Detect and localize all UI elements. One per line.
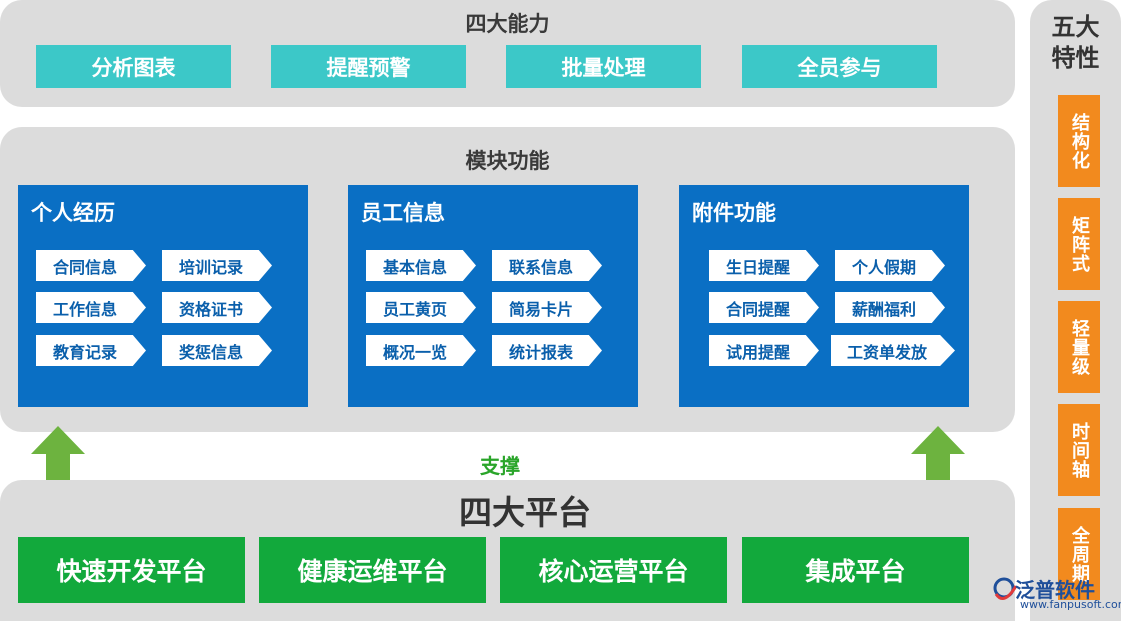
module-personal-history: 个人经历 合同信息 培训记录 工作信息 资格证书 教育记录 奖惩信息 — [18, 185, 308, 407]
up-arrow-icon — [31, 426, 85, 486]
tag-qualification-certificate: 资格证书 — [162, 292, 272, 323]
tag-personal-leave: 个人假期 — [835, 250, 945, 281]
tag-statistics-report: 统计报表 — [492, 335, 602, 366]
feature-matrix: 矩阵式 — [1058, 198, 1100, 290]
tag-rewards-penalties: 奖惩信息 — [162, 335, 272, 366]
feature-timeline: 时间轴 — [1058, 404, 1100, 496]
tag-salary-benefits: 薪酬福利 — [835, 292, 945, 323]
platform-core-operations: 核心运营平台 — [500, 537, 727, 603]
tag-education-record: 教育记录 — [36, 335, 146, 366]
tag-contract-reminder: 合同提醒 — [709, 292, 819, 323]
fanpu-logo-icon — [993, 577, 1018, 600]
abilities-panel: 四大能力 分析图表 提醒预警 批量处理 全员参与 — [0, 0, 1015, 107]
up-arrow-icon — [911, 426, 965, 486]
platform-rapid-development: 快速开发平台 — [18, 537, 245, 603]
platform-integration: 集成平台 — [742, 537, 969, 603]
watermark-url: www.fanpusoft.com — [1020, 598, 1121, 611]
tag-payslip-distribution: 工资单发放 — [831, 335, 955, 366]
ability-analysis-charts: 分析图表 — [36, 45, 231, 88]
features-title-text: 五大特性 — [1051, 13, 1100, 72]
ability-all-participation: 全员参与 — [742, 45, 937, 88]
ability-batch-processing: 批量处理 — [506, 45, 701, 88]
tag-contract-info: 合同信息 — [36, 250, 146, 281]
module-title: 员工信息 — [361, 201, 445, 225]
module-title: 附件功能 — [692, 201, 776, 225]
tag-training-record: 培训记录 — [162, 250, 272, 281]
modules-title: 模块功能 — [465, 149, 550, 173]
feature-lightweight: 轻量级 — [1058, 301, 1100, 393]
tag-work-info: 工作信息 — [36, 292, 146, 323]
support-label: 支撑 — [480, 454, 520, 478]
module-employee-info: 员工信息 基本信息 联系信息 员工黄页 简易卡片 概况一览 统计报表 — [348, 185, 638, 407]
features-title: 五大特性 — [1030, 12, 1121, 74]
feature-full-lifecycle: 全周期 — [1058, 508, 1100, 600]
watermark-name: 泛普软件 — [1015, 578, 1095, 602]
tag-employee-directory: 员工黄页 — [366, 292, 476, 323]
tag-birthday-reminder: 生日提醒 — [709, 250, 819, 281]
module-title: 个人经历 — [31, 201, 115, 225]
ability-reminder-alert: 提醒预警 — [271, 45, 466, 88]
module-attachments: 附件功能 生日提醒 个人假期 合同提醒 薪酬福利 试用提醒 工资单发放 — [679, 185, 969, 407]
tag-contact-info: 联系信息 — [492, 250, 602, 281]
tag-probation-reminder: 试用提醒 — [709, 335, 819, 366]
platforms-title: 四大平台 — [459, 493, 591, 532]
modules-panel: 模块功能 个人经历 合同信息 培训记录 工作信息 资格证书 教育记录 奖惩信息 … — [0, 127, 1015, 432]
platform-health-ops: 健康运维平台 — [259, 537, 486, 603]
abilities-title: 四大能力 — [465, 12, 550, 36]
tag-simple-card: 简易卡片 — [492, 292, 602, 323]
tag-basic-info: 基本信息 — [366, 250, 476, 281]
tag-overview: 概况一览 — [366, 335, 476, 366]
feature-structured: 结构化 — [1058, 95, 1100, 187]
